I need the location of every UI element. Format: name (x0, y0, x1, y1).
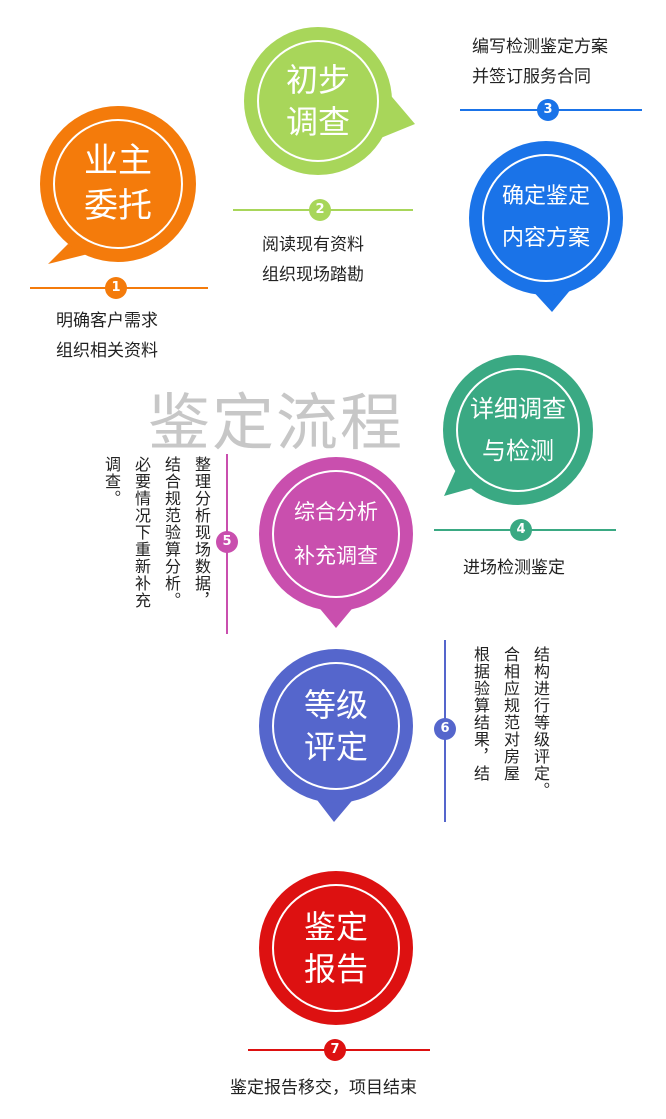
step-2-label-line-2: 调查 (285, 103, 350, 141)
step-1-bubble-shape (40, 106, 196, 264)
step-5-note: 整理分析现场数据， 结合规范验算分析。 必要情况下重新补充 调查。 (96, 456, 216, 646)
step-3-number-badge: 3 (537, 99, 559, 121)
step-7-number-badge: 7 (324, 1039, 346, 1061)
step-4-bubble: 详细调查 与检测 (440, 354, 596, 506)
step-4-bubble-shape (443, 355, 593, 505)
step-1-note-line-1: 明确客户需求 (56, 311, 158, 331)
step-3-label-line-2: 内容方案 (501, 226, 590, 251)
step-4-label-line-1: 详细调查 (470, 395, 566, 423)
step-1-label-line-2: 委托 (84, 186, 152, 226)
step-5-note-line-3: 必要情况下重新补充 (132, 456, 151, 609)
step-7-label-line-2: 报告 (303, 950, 368, 988)
step-7-note-line-1: 鉴定报告移交，项目结束 (230, 1078, 417, 1098)
step-6-bubble: 等级 评定 (258, 648, 414, 822)
step-2-number-badge: 2 (309, 199, 331, 221)
step-3-bubble: 确定鉴定 内容方案 (468, 140, 624, 312)
step-6-bubble-shape (259, 649, 413, 822)
step-1-note: 明确客户需求 组织相关资料 (56, 306, 158, 366)
step-5-note-line-4: 调查。 (102, 456, 121, 507)
step-6-number-badge: 6 (434, 718, 456, 740)
step-1-number-badge: 1 (105, 277, 127, 299)
step-7-bubble-shape (259, 871, 413, 1025)
step-5-label-line-2: 补充调查 (294, 544, 378, 568)
step-3-note-line-2: 并签订服务合同 (472, 67, 591, 87)
step-6-label-line-1: 等级 (303, 685, 368, 724)
step-1-bubble: 业主 委托 (38, 104, 198, 264)
step-6-note-line-2: 合相应规范对房屋 (501, 646, 520, 782)
step-7-bubble: 鉴定 报告 (258, 870, 414, 1026)
step-5-note-line-2: 结合规范验算分析。 (162, 456, 181, 609)
step-4-note: 进场检测鉴定 (463, 553, 565, 583)
step-2-note-line-1: 阅读现有资料 (262, 235, 364, 255)
step-6-note-line-1: 结构进行等级评定。 (531, 646, 550, 799)
step-3-note: 编写检测鉴定方案 并签订服务合同 (472, 32, 608, 92)
step-1-note-line-2: 组织相关资料 (56, 341, 158, 361)
step-2-note-line-2: 组织现场踏勘 (262, 265, 364, 285)
step-3-note-line-1: 编写检测鉴定方案 (472, 37, 608, 57)
step-3-label-line-1: 确定鉴定 (501, 184, 590, 210)
step-5-number-badge: 5 (216, 531, 238, 553)
step-6-note-line-3: 根据验算结果，结 (471, 646, 490, 782)
page-title: 鉴定流程 (148, 386, 405, 459)
step-3-bubble-shape (469, 141, 623, 312)
step-7-note: 鉴定报告移交，项目结束 (230, 1073, 417, 1103)
step-5-bubble-shape (259, 457, 413, 628)
step-4-number-badge: 4 (510, 519, 532, 541)
step-4-label-line-2: 与检测 (482, 437, 554, 465)
step-2-bubble: 初步 调查 (243, 26, 415, 176)
step-5-label-line-1: 综合分析 (294, 499, 378, 524)
step-2-label-line-1: 初步 (285, 60, 350, 99)
step-5-bubble: 综合分析 补充调查 (258, 456, 414, 628)
step-4-note-line-1: 进场检测鉴定 (463, 558, 565, 578)
step-6-note: 结构进行等级评定。 合相应规范对房屋 根据验算结果，结 (465, 646, 555, 822)
step-2-bubble-shape (244, 27, 415, 175)
step-2-note: 阅读现有资料 组织现场踏勘 (262, 230, 364, 290)
step-6-label-line-2: 评定 (303, 728, 368, 766)
step-5-note-line-1: 整理分析现场数据， (192, 456, 211, 609)
step-7-label-line-1: 鉴定 (303, 907, 368, 946)
step-1-label-line-1: 业主 (84, 141, 152, 182)
